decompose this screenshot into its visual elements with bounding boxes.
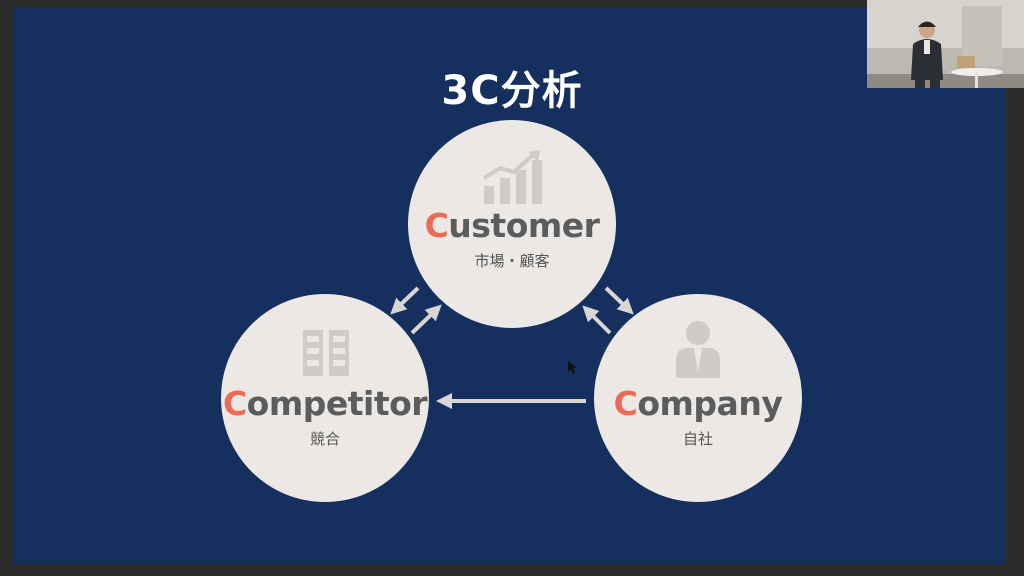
customer-sublabel: 市場・顧客 — [474, 252, 550, 270]
slide-title: 3C分析 — [441, 68, 583, 114]
company-sublabel: 自社 — [682, 430, 713, 448]
growth-chart-icon — [482, 150, 542, 204]
competitor-label: Competitor — [222, 384, 428, 423]
customer-label: Customer — [424, 206, 600, 245]
customer-circle: Customer 市場・顧客 — [408, 120, 616, 328]
competitor-sublabel: 競合 — [309, 430, 340, 448]
presenter-video-frame — [867, 0, 1024, 88]
competitor-circle: Competitor 競合 — [221, 294, 429, 502]
mouse-cursor-icon — [568, 361, 577, 374]
presenter-webcam-thumbnail[interactable] — [867, 0, 1024, 88]
company-label: Company — [613, 384, 783, 423]
building-icon — [303, 330, 349, 376]
company-circle: Company 自社 — [594, 294, 802, 502]
person-icon — [676, 321, 720, 378]
